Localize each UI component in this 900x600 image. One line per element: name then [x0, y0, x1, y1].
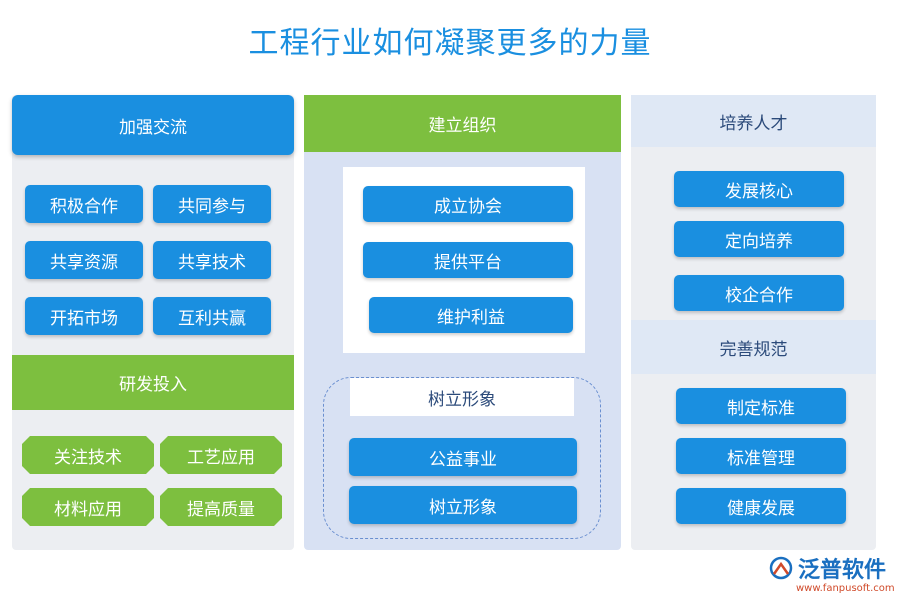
middle-item-3: 维护利益 [369, 297, 573, 333]
left-sub-item-3: 材料应用 [22, 488, 154, 526]
left-sub-item-4: 提高质量 [160, 488, 282, 526]
middle-sub-item-1: 公益事业 [349, 438, 577, 476]
page-title: 工程行业如何凝聚更多的力量 [248, 26, 652, 61]
brand-logo-name: 泛普软件 [798, 558, 887, 583]
middle-sub-header: 树立形象 [350, 378, 574, 416]
middle-sub-item-2: 树立形象 [349, 486, 577, 524]
left-sub-item-1: 关注技术 [22, 436, 154, 474]
left-item-3: 共享资源 [25, 241, 143, 279]
middle-header: 建立组织 [304, 95, 621, 152]
right-sub-item-2: 标准管理 [676, 438, 846, 474]
left-item-5: 开拓市场 [25, 297, 143, 335]
middle-item-2: 提供平台 [363, 242, 573, 278]
right-sub-item-3: 健康发展 [676, 488, 846, 524]
brand-logo: 泛普软件 [768, 553, 894, 583]
left-header: 加强交流 [12, 95, 294, 155]
left-item-2: 共同参与 [153, 185, 271, 223]
brand-logo-icon [769, 556, 793, 580]
left-item-4: 共享技术 [153, 241, 271, 279]
right-sub-header: 完善规范 [631, 320, 876, 374]
right-item-1: 发展核心 [674, 171, 844, 207]
right-sub-item-1: 制定标准 [676, 388, 846, 424]
brand-logo-url: www.fanpusoft.com [796, 583, 895, 594]
left-sub-header: 研发投入 [12, 355, 294, 410]
middle-item-1: 成立协会 [363, 186, 573, 222]
left-item-6: 互利共赢 [153, 297, 271, 335]
left-sub-item-2: 工艺应用 [160, 436, 282, 474]
left-item-1: 积极合作 [25, 185, 143, 223]
right-header: 培养人才 [631, 95, 876, 147]
right-item-2: 定向培养 [674, 221, 844, 257]
middle-dashed-box [323, 377, 601, 539]
right-item-3: 校企合作 [674, 275, 844, 311]
